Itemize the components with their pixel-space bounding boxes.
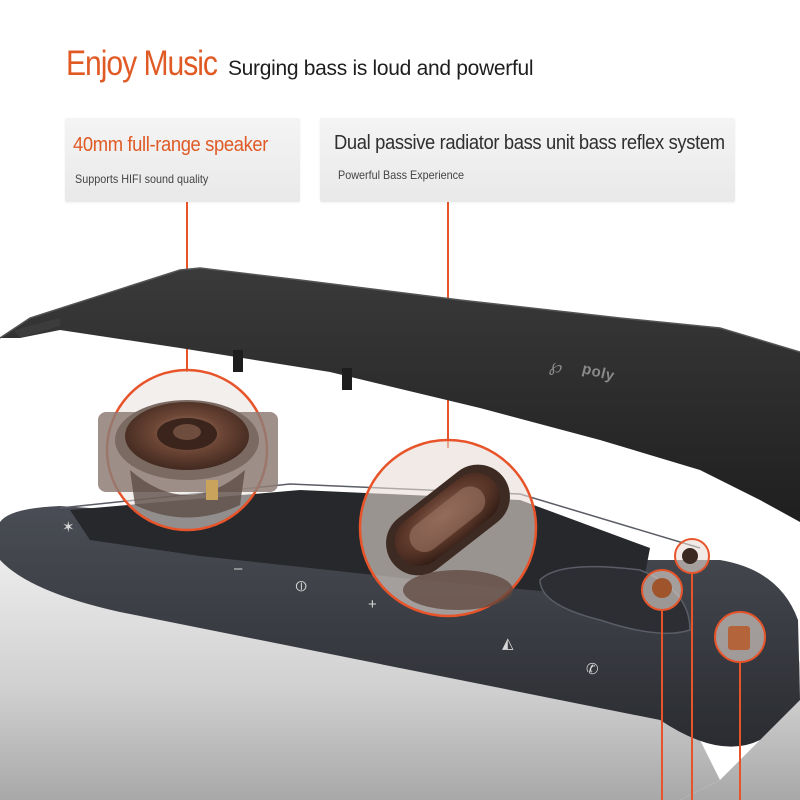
feature-title: 40mm full-range speaker xyxy=(73,134,269,156)
header: Enjoy Music Surging bass is loud and pow… xyxy=(66,44,786,92)
feature-card-radiator: Dual passive radiator bass unit bass ref… xyxy=(320,118,735,202)
speaker-cover xyxy=(0,268,800,522)
feature-card-speaker: 40mm full-range speaker Supports HIFI so… xyxy=(65,118,300,202)
feature-subtitle: Powerful Bass Experience xyxy=(338,168,465,182)
speaker-base-silver xyxy=(0,530,720,800)
cover-peg xyxy=(233,350,243,372)
feature-subtitle: Supports HIFI sound quality xyxy=(75,172,209,186)
assistant-icon[interactable]: ◭ xyxy=(502,635,514,652)
page-subtitle: Surging bass is loud and powerful xyxy=(227,57,534,80)
page-title: Enjoy Music xyxy=(66,44,218,83)
speaker-icon[interactable]: ⦶ xyxy=(296,578,307,595)
volume-down-icon[interactable]: – xyxy=(234,560,243,577)
mic-mute-icon[interactable]: ✶ xyxy=(62,519,75,536)
call-icon[interactable]: ✆ xyxy=(586,661,599,678)
feature-title: Dual passive radiator bass unit bass ref… xyxy=(334,132,725,154)
cover-peg xyxy=(342,368,352,390)
volume-up-icon[interactable]: + xyxy=(368,596,377,613)
